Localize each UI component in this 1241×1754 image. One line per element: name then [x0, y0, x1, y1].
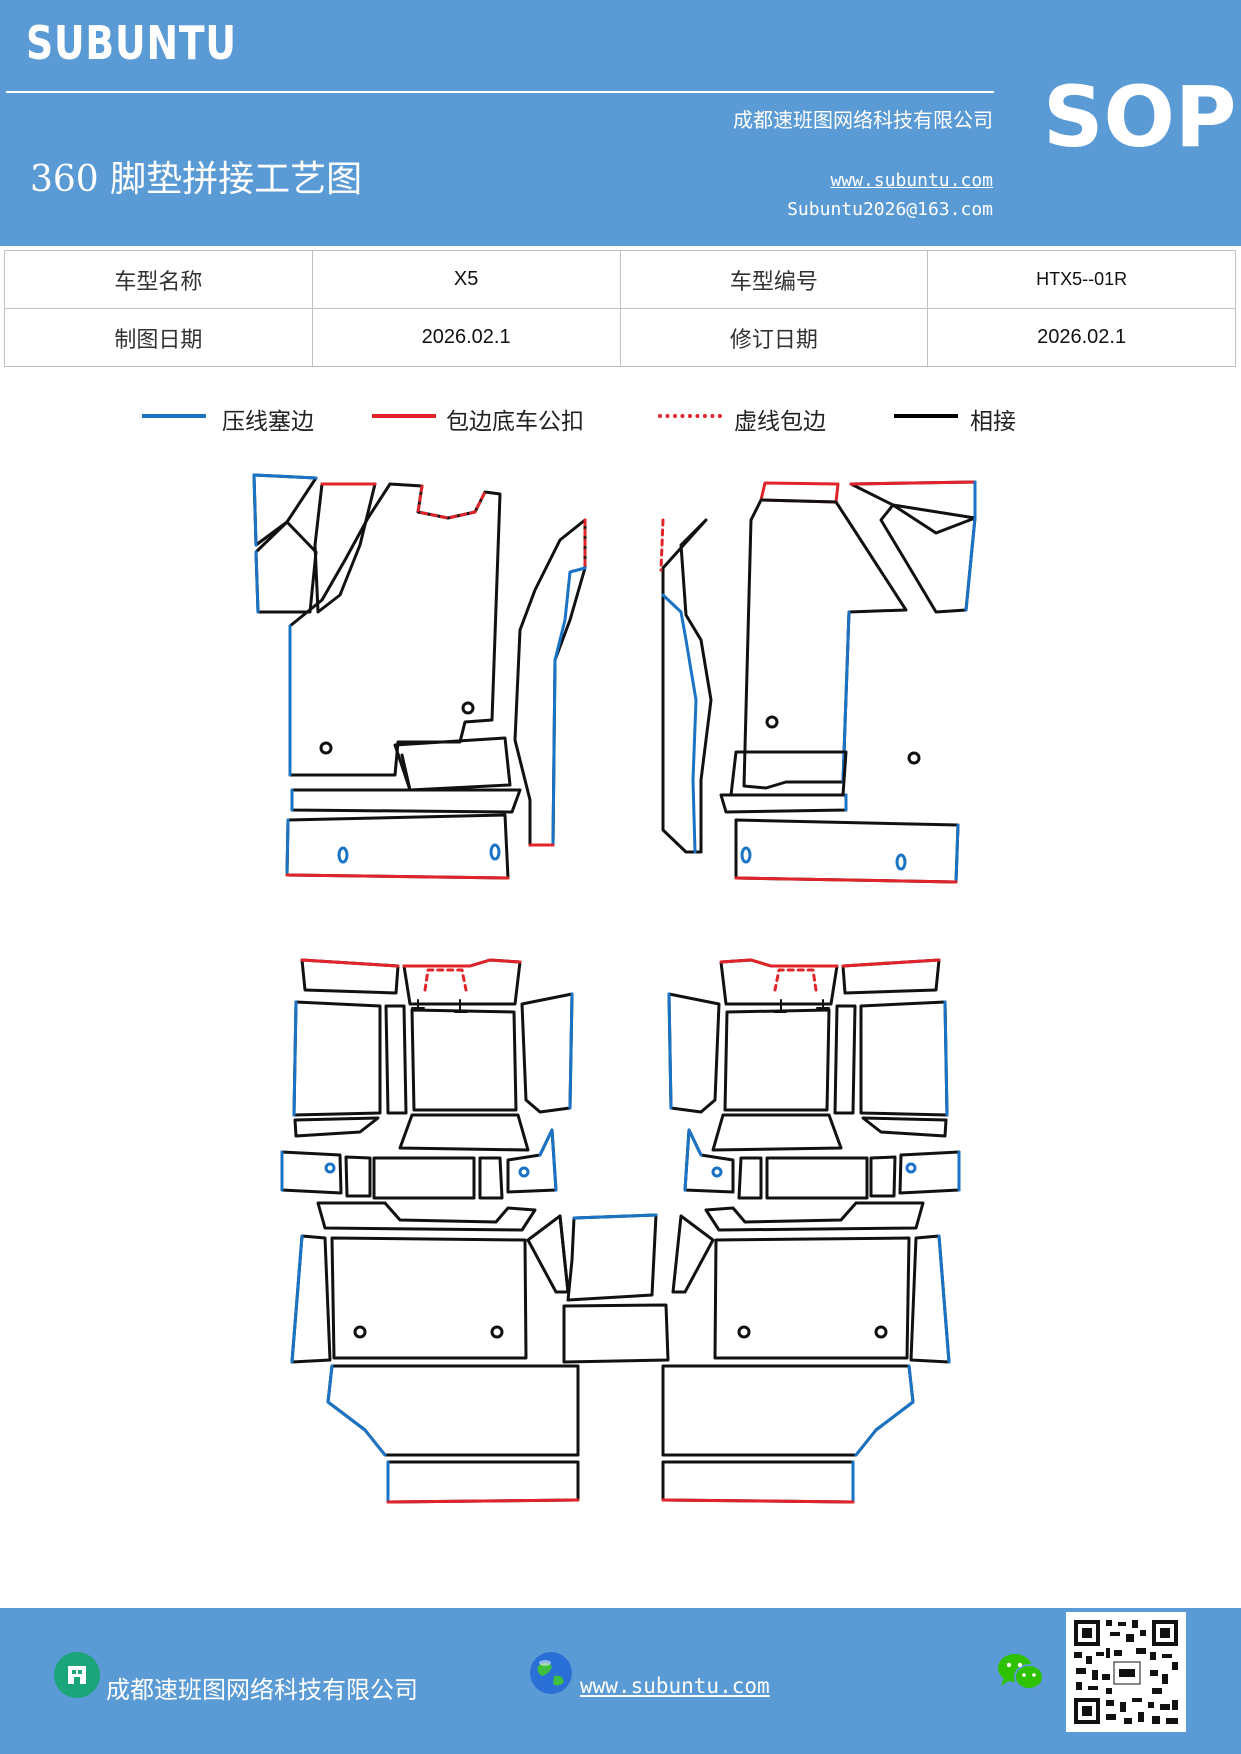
qr-code-icon	[1066, 1612, 1186, 1732]
table-row: 车型名称 X5 车型编号 HTX5--01R	[4, 250, 1236, 309]
header-website-link[interactable]: www.subuntu.com	[830, 170, 993, 191]
revise-date-label: 修订日期	[619, 308, 929, 367]
footer-company: 成都速班图网络科技有限公司	[106, 1676, 418, 1704]
legend-label: 相接	[970, 409, 1016, 435]
wechat-icon[interactable]	[996, 1650, 1046, 1694]
legend-label: 虚线包边	[734, 409, 826, 435]
model-code-value: HTX5--01R	[927, 250, 1236, 309]
draw-date-value: 2026.02.1	[311, 308, 621, 367]
revise-date-value: 2026.02.1	[927, 308, 1236, 367]
building-icon	[54, 1652, 100, 1698]
rear-left-mat	[280, 958, 580, 1504]
header-banner	[0, 0, 1241, 246]
legend-label: 包边底车公扣	[446, 409, 584, 435]
draw-date-label: 制图日期	[4, 308, 313, 367]
legend-label: 压线塞边	[222, 409, 314, 435]
legend-swatch-red-dotted	[658, 414, 722, 418]
footer-website-link[interactable]: www.subuntu.com	[580, 1674, 770, 1698]
front-right-mat	[659, 480, 977, 884]
brand-logo: SUBUNTU	[26, 16, 237, 70]
header-email[interactable]: Subuntu2026@163.com	[787, 199, 993, 220]
legend-swatch-red	[372, 414, 436, 418]
legend-swatch-blue	[142, 414, 206, 418]
front-left-mat	[252, 473, 587, 880]
sop-label: SOP	[1043, 68, 1237, 166]
model-name-label: 车型名称	[4, 250, 313, 309]
legend-swatch-black	[894, 414, 958, 418]
table-row: 制图日期 2026.02.1 修订日期 2026.02.1	[4, 308, 1236, 367]
mat-splice-diagram	[252, 473, 977, 1504]
model-code-label: 车型编号	[619, 250, 929, 309]
center-tunnel-pieces	[562, 1213, 670, 1364]
rear-right-mat	[661, 958, 961, 1504]
vehicle-info-table: 车型名称 X5 车型编号 HTX5--01R 制图日期 2026.02.1 修订…	[4, 250, 1236, 367]
model-name-value: X5	[311, 250, 621, 309]
document-title: 360 脚垫拼接工艺图	[30, 159, 363, 200]
header-divider	[6, 91, 994, 93]
header-company: 成都速班图网络科技有限公司	[733, 108, 993, 132]
globe-icon	[528, 1650, 574, 1696]
